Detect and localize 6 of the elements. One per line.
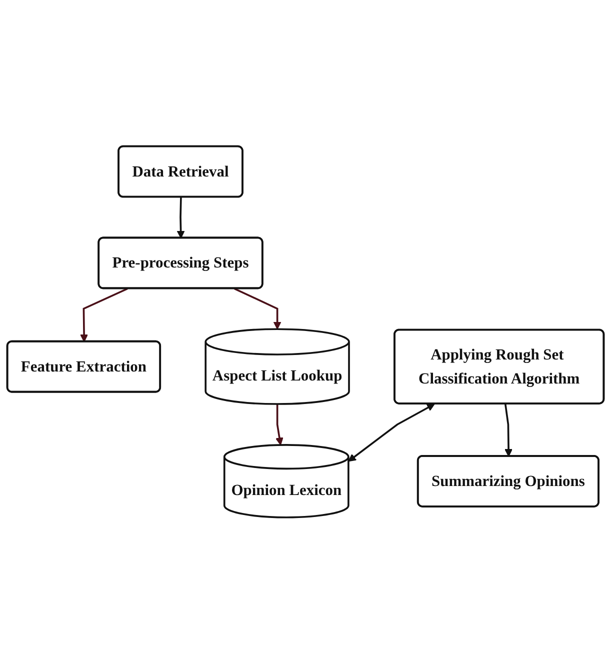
arrow (176, 196, 185, 238)
arrow (275, 404, 284, 446)
arrow (234, 287, 282, 330)
arrow (504, 403, 513, 456)
arrow (348, 403, 435, 462)
arrow (80, 287, 128, 342)
